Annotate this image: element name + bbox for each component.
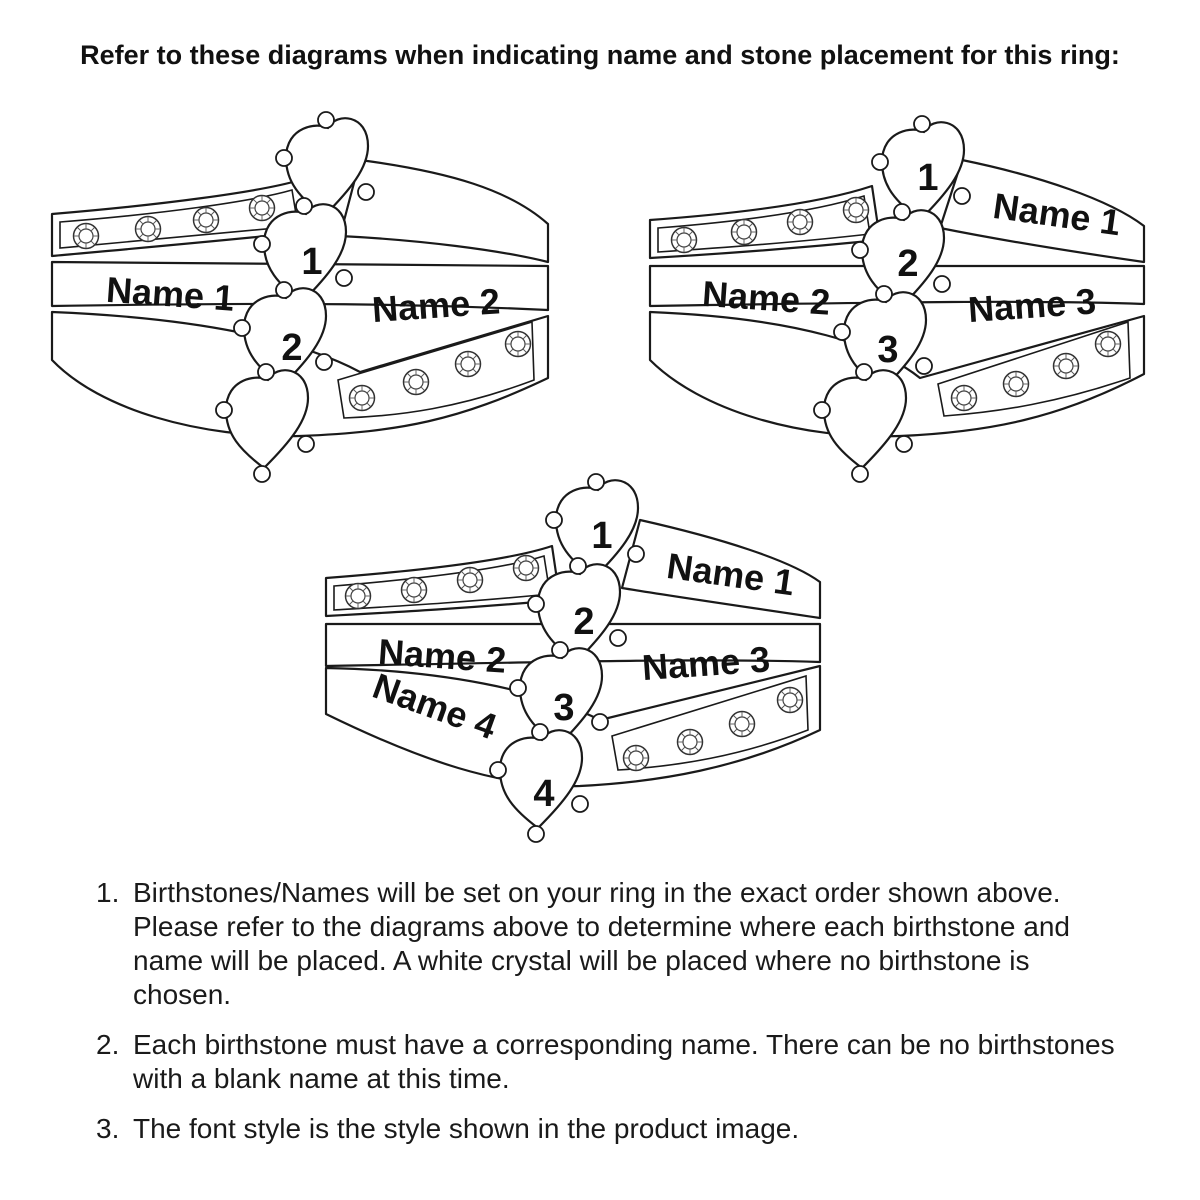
stone-number-label: 1 [591, 515, 612, 557]
instruction-text: Each birthstone must have a correspondin… [133, 1029, 1115, 1094]
stone-number-label: 2 [281, 327, 302, 369]
instruction-item: 1. Birthstones/Names will be set on your… [96, 876, 1126, 1012]
stone-number-label: 2 [897, 243, 918, 285]
instruction-number: 2. [96, 1029, 120, 1060]
stone-number-label: 3 [877, 329, 898, 371]
instruction-item: 3. The font style is the style shown in … [96, 1112, 1126, 1146]
instruction-number: 1. [96, 877, 120, 908]
name-label: Name 2 [377, 631, 508, 681]
diagram-two-stones: 1 2 Name 1 Name 2 [50, 110, 550, 484]
stone-number-label: 4 [533, 773, 554, 815]
instruction-text: Birthstones/Names will be set on your ri… [133, 877, 1071, 1010]
stone-number-label: 1 [917, 157, 938, 199]
stone-number-label: 1 [301, 241, 322, 283]
instructions-list: 1. Birthstones/Names will be set on your… [96, 876, 1126, 1162]
page-heading: Refer to these diagrams when indicating … [80, 40, 1120, 70]
stone-number-label: 2 [573, 601, 594, 643]
diagram-four-stones: 1 2 3 4 Name 1 Name 2 Name 3 Name 4 [324, 472, 822, 844]
name-label: Name 2 [701, 273, 832, 323]
instruction-number: 3. [96, 1113, 120, 1144]
instruction-text: The font style is the style shown in the… [133, 1113, 800, 1144]
name-label: Name 3 [641, 638, 772, 688]
name-label: Name 1 [105, 269, 236, 319]
name-label: Name 2 [371, 280, 502, 330]
name-label: Name 3 [967, 280, 1098, 330]
instruction-item: 2. Each birthstone must have a correspon… [96, 1028, 1126, 1096]
diagram-three-stones: 1 2 3 Name 1 Name 2 Name 3 [648, 114, 1146, 484]
stone-number-label: 3 [553, 687, 574, 729]
